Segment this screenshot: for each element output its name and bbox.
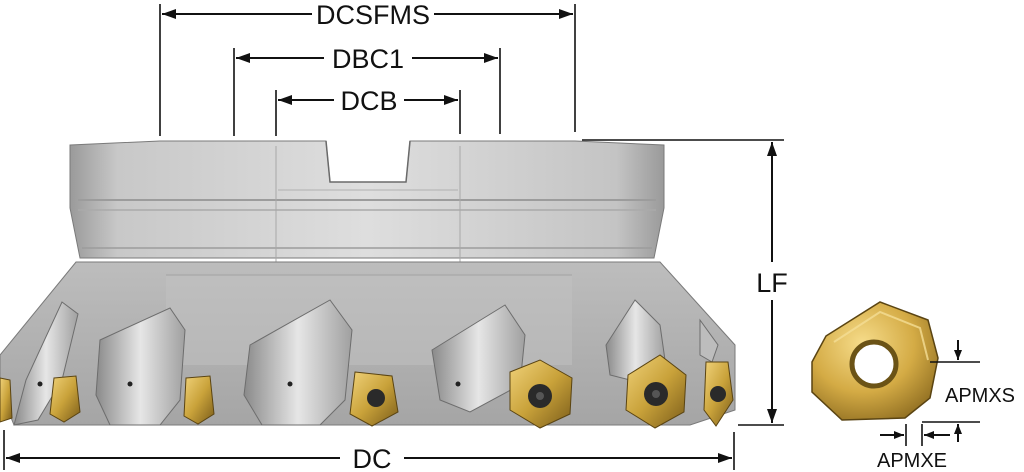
insert [509, 359, 573, 429]
dimension-label-dcsfms: DCSFMS [316, 0, 430, 30]
chip-pocket [95, 307, 186, 426]
dimension-apmxe: APMXE [877, 431, 950, 472]
dimension-dbc1: DBC1 [236, 44, 498, 74]
dimension-dcsfms: DCSFMS [162, 0, 573, 30]
screw-hole [127, 381, 133, 387]
chip-pockets [13, 299, 719, 426]
dimension-label-apmxs: APMXS [945, 385, 1015, 407]
screw-hole [37, 381, 43, 387]
insert [703, 361, 734, 427]
screw-hole [287, 381, 293, 387]
insert [49, 375, 81, 423]
chip-pocket [243, 299, 353, 426]
dimension-label-dc: DC [353, 444, 392, 472]
dimension-label-dcb: DCB [340, 86, 397, 116]
dimension-label-dbc1: DBC1 [332, 44, 404, 74]
dimension-label-lf: LF [756, 268, 788, 298]
insert [349, 371, 399, 427]
screw-hole [455, 381, 461, 387]
insert [625, 354, 687, 429]
insert [183, 375, 215, 425]
insert [0, 377, 13, 423]
dimension-apmxs: APMXS [945, 340, 1015, 442]
extension-lines [3, 4, 980, 470]
dimension-dc: DC [6, 444, 732, 472]
insert-detail [811, 301, 939, 421]
dimension-dcb: DCB [278, 86, 458, 116]
insert-center-hole [849, 339, 899, 389]
dimension-lf: LF [756, 142, 788, 423]
chip-pocket [13, 301, 79, 426]
cutter-inserts [0, 354, 734, 429]
dimension-label-apmxe: APMXE [877, 450, 947, 472]
